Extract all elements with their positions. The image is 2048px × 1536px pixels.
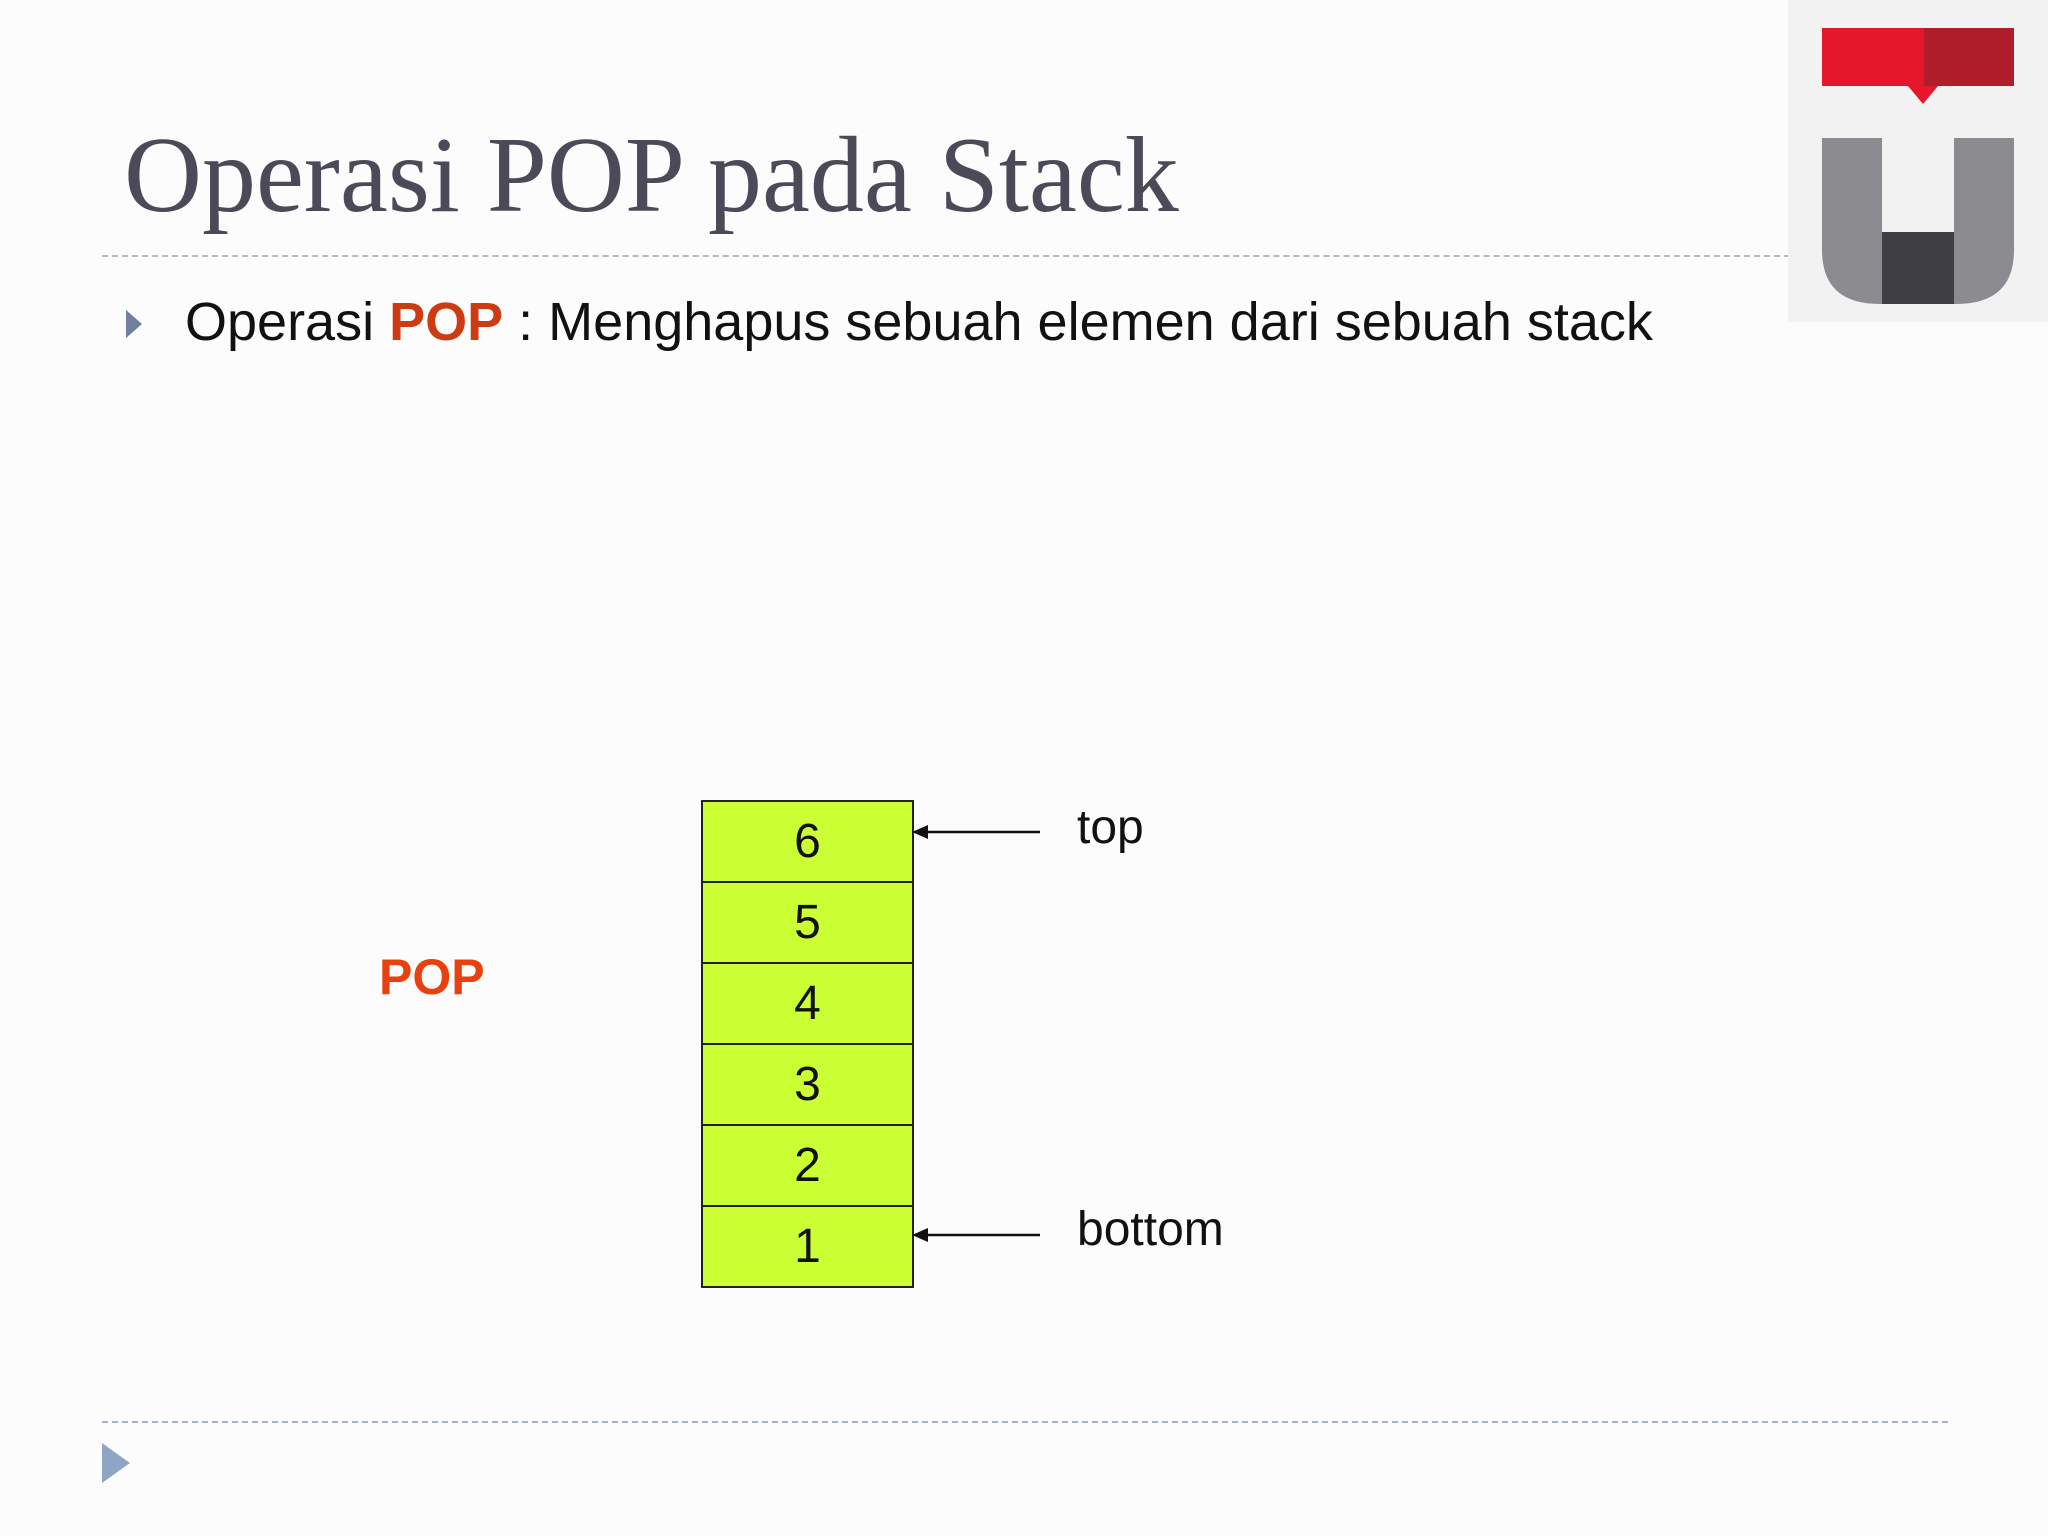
stack-cell: 1 [703, 1207, 912, 1288]
bottom-pointer-arrow [912, 1228, 1040, 1242]
triangle-bullet-icon [126, 310, 142, 338]
slide-title: Operasi POP pada Stack [124, 116, 1179, 235]
university-logo [1788, 0, 2048, 322]
bullet-prefix: Operasi [185, 292, 375, 352]
stack-cell: 3 [703, 1045, 912, 1126]
top-pointer-arrow [912, 825, 1040, 839]
footer-divider [102, 1421, 1948, 1423]
top-label: top [1077, 801, 1144, 854]
pop-operation-label: POP [379, 949, 485, 1005]
bottom-label: bottom [1077, 1203, 1224, 1256]
bullet-suffix: : Menghapus sebuah elemen dari sebuah st… [518, 292, 1653, 352]
bullet-highlight: POP [389, 292, 504, 352]
stack-cell: 4 [703, 964, 912, 1045]
bullet-text: Operasi POP : Menghapus sebuah elemen da… [185, 290, 1653, 355]
title-divider [102, 255, 1790, 257]
stack-cell: 6 [703, 802, 912, 883]
stack-cell: 2 [703, 1126, 912, 1207]
stack-cell: 5 [703, 883, 912, 964]
next-slide-icon[interactable] [102, 1443, 130, 1483]
stack-diagram: 6 5 4 3 2 1 [701, 800, 914, 1288]
